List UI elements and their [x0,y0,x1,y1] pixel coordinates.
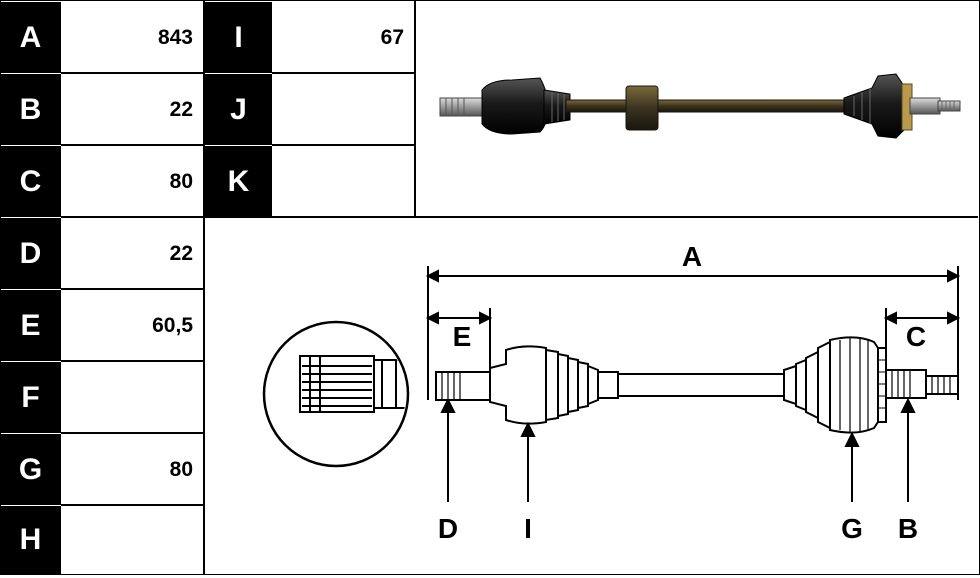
driveshaft-dimension-diagram: A E C [206,220,978,573]
spec-value-i: 67 [272,2,414,73]
spec-value-j [272,74,414,145]
grid-line [61,360,203,362]
label-g: G [841,513,863,544]
spec-letter-j: J [205,74,272,145]
spec-letter-b: B [0,74,61,145]
spec-value-c: 80 [61,146,203,217]
spec-value-k [272,146,414,217]
label-b: B [898,513,918,544]
grid-line [272,72,414,74]
spec-letter-h: H [0,506,61,574]
pointer-i [520,421,536,502]
pointer-d [440,397,456,502]
pointer-b [900,397,916,502]
spec-letter-e: E [0,290,61,361]
label-e: E [453,321,472,352]
dimension-drawing: A E C [262,241,961,544]
label-a: A [682,241,702,272]
spec-letter-i: I [205,2,272,73]
label-c: C [906,321,926,352]
grid-line [61,216,203,218]
driveshaft-outline [435,336,959,434]
grid-line [203,0,205,575]
spec-value-g: 80 [61,434,203,505]
spec-value-e: 60,5 [61,290,203,361]
spec-value-a: 843 [61,2,203,73]
label-i: I [524,513,532,544]
grid-line [205,216,978,218]
spec-value-b: 22 [61,74,203,145]
grid-line [61,72,203,74]
spec-letter-d: D [0,218,61,289]
spline-detail-inset [262,320,410,468]
spec-value-d: 22 [61,218,203,289]
spec-letter-a: A [0,2,61,73]
spec-letter-f: F [0,362,61,433]
grid-line [61,144,203,146]
pointer-g [844,431,860,502]
label-d: D [438,513,458,544]
spec-value-h [61,506,203,574]
driveshaft-photo [416,2,978,216]
grid-line [61,504,203,506]
driveshaft-photo-drawing [439,73,961,139]
dimension-a [425,266,961,400]
spec-letter-g: G [0,434,61,505]
dimension-e [425,308,493,372]
spec-value-f [61,362,203,433]
grid-line [61,288,203,290]
grid-line [272,144,414,146]
spec-letter-k: K [205,146,272,217]
spec-letter-c: C [0,146,61,217]
grid-line [61,432,203,434]
grid-line [414,0,416,218]
